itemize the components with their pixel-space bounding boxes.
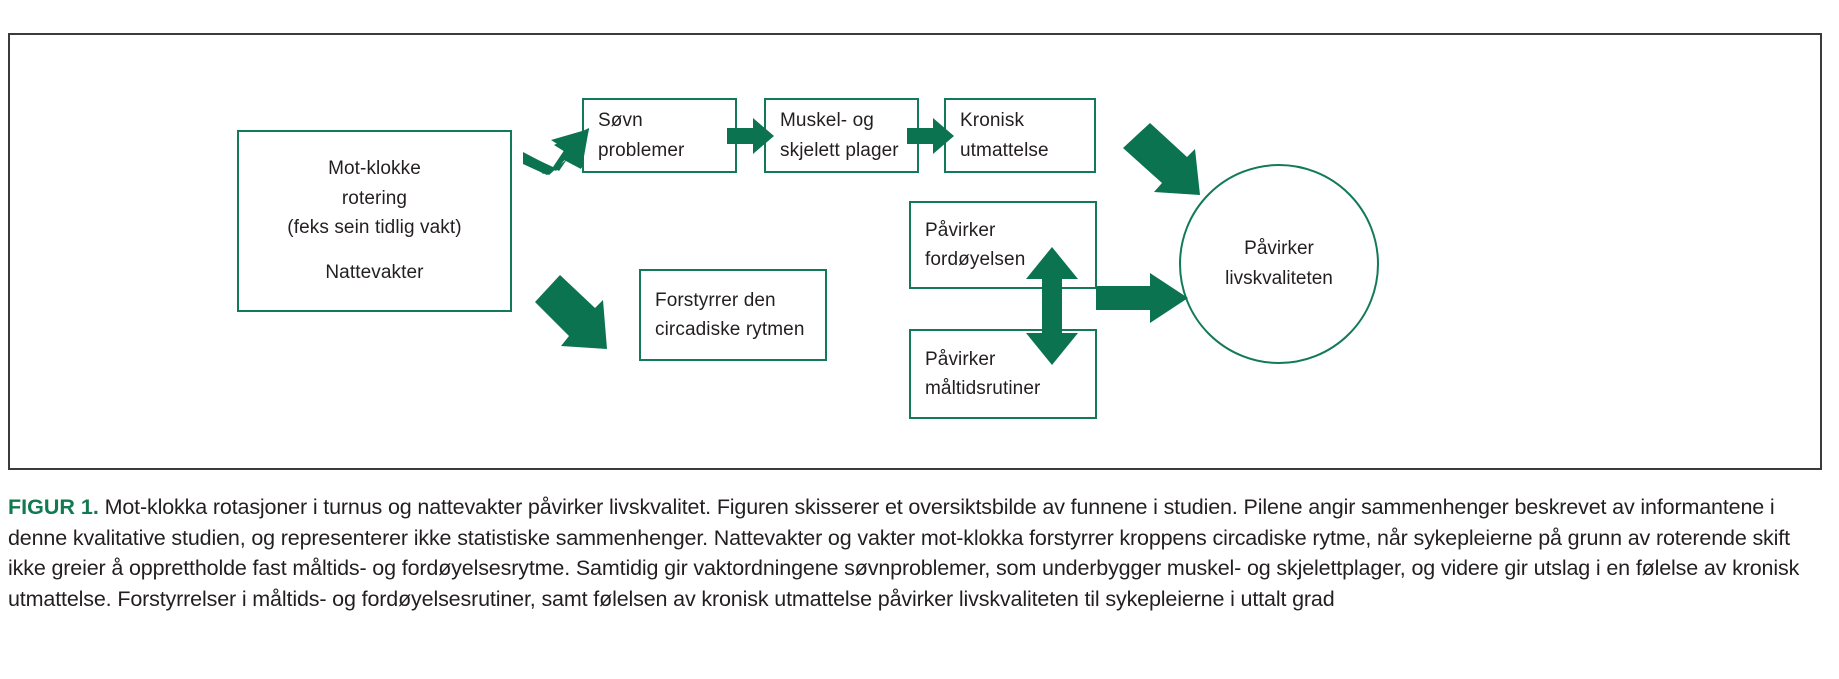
node-digestion-line-2: fordøyelsen	[925, 249, 1026, 270]
arrow-up-down-icon	[1026, 247, 1078, 365]
arrow-up-right-icon	[523, 119, 589, 175]
node-qol-line-2: livskvaliteten	[1225, 268, 1333, 289]
arrow-right-icon	[907, 118, 954, 154]
node-sovn-problemer: Søvn problemer	[582, 98, 737, 173]
node-msk-line-1: Muskel- og	[780, 110, 874, 132]
arrow-down-right-icon	[1123, 123, 1203, 203]
node-mot-klokke-rotering: Mot-klokke rotering (feks sein tidlig va…	[237, 130, 512, 312]
node-forstyrrer-circadiske-rytmen: Forstyrrer den circadiske rytmen	[639, 269, 827, 361]
figure-frame: Mot-klokke rotering (feks sein tidlig va…	[8, 33, 1822, 470]
node-circadian-line-1: Forstyrrer den	[655, 289, 776, 311]
figure-caption: FIGUR 1. Mot-klokka rotasjoner i turnus …	[8, 492, 1833, 615]
node-fatigue-line-2: utmattelse	[960, 139, 1049, 161]
node-meals-line-2: måltidsrutiner	[925, 378, 1041, 399]
node-pavirker-fordoyelsen: Påvirker fordøyelsen	[909, 201, 1097, 289]
node-circadian-line-2: circadiske rytmen	[655, 319, 805, 340]
node-fatigue-line-1: Kronisk	[960, 110, 1025, 132]
node-msk-line-2: skjelett plager	[780, 139, 899, 161]
figure-caption-label: FIGUR 1.	[8, 495, 99, 519]
node-source-line-1: Mot-klokke	[328, 158, 421, 180]
arrow-right-icon	[1096, 273, 1188, 323]
node-kronisk-utmattelse: Kronisk utmattelse	[944, 98, 1096, 173]
arrow-right-icon	[727, 118, 774, 154]
node-sleep-line-2: problemer	[598, 139, 685, 161]
node-qol-line-1: Påvirker	[1244, 237, 1314, 259]
arrow-down-right-icon	[535, 275, 609, 357]
node-meals-line-1: Påvirker	[925, 348, 996, 370]
figure-caption-text: Mot-klokka rotasjoner i turnus og nattev…	[8, 495, 1800, 612]
node-muskel-skjelett-plager: Muskel- og skjelett plager	[764, 98, 919, 173]
node-source-line-2: rotering	[341, 187, 408, 209]
node-pavirker-livskvaliteten: Påvirker livskvaliteten	[1179, 164, 1379, 364]
node-source-line-3: (feks sein tidlig vakt)	[287, 217, 462, 238]
node-sleep-line-1: Søvn	[598, 110, 643, 132]
node-source-line-4: Nattevakter	[325, 262, 424, 284]
node-digestion-line-1: Påvirker	[925, 219, 996, 241]
